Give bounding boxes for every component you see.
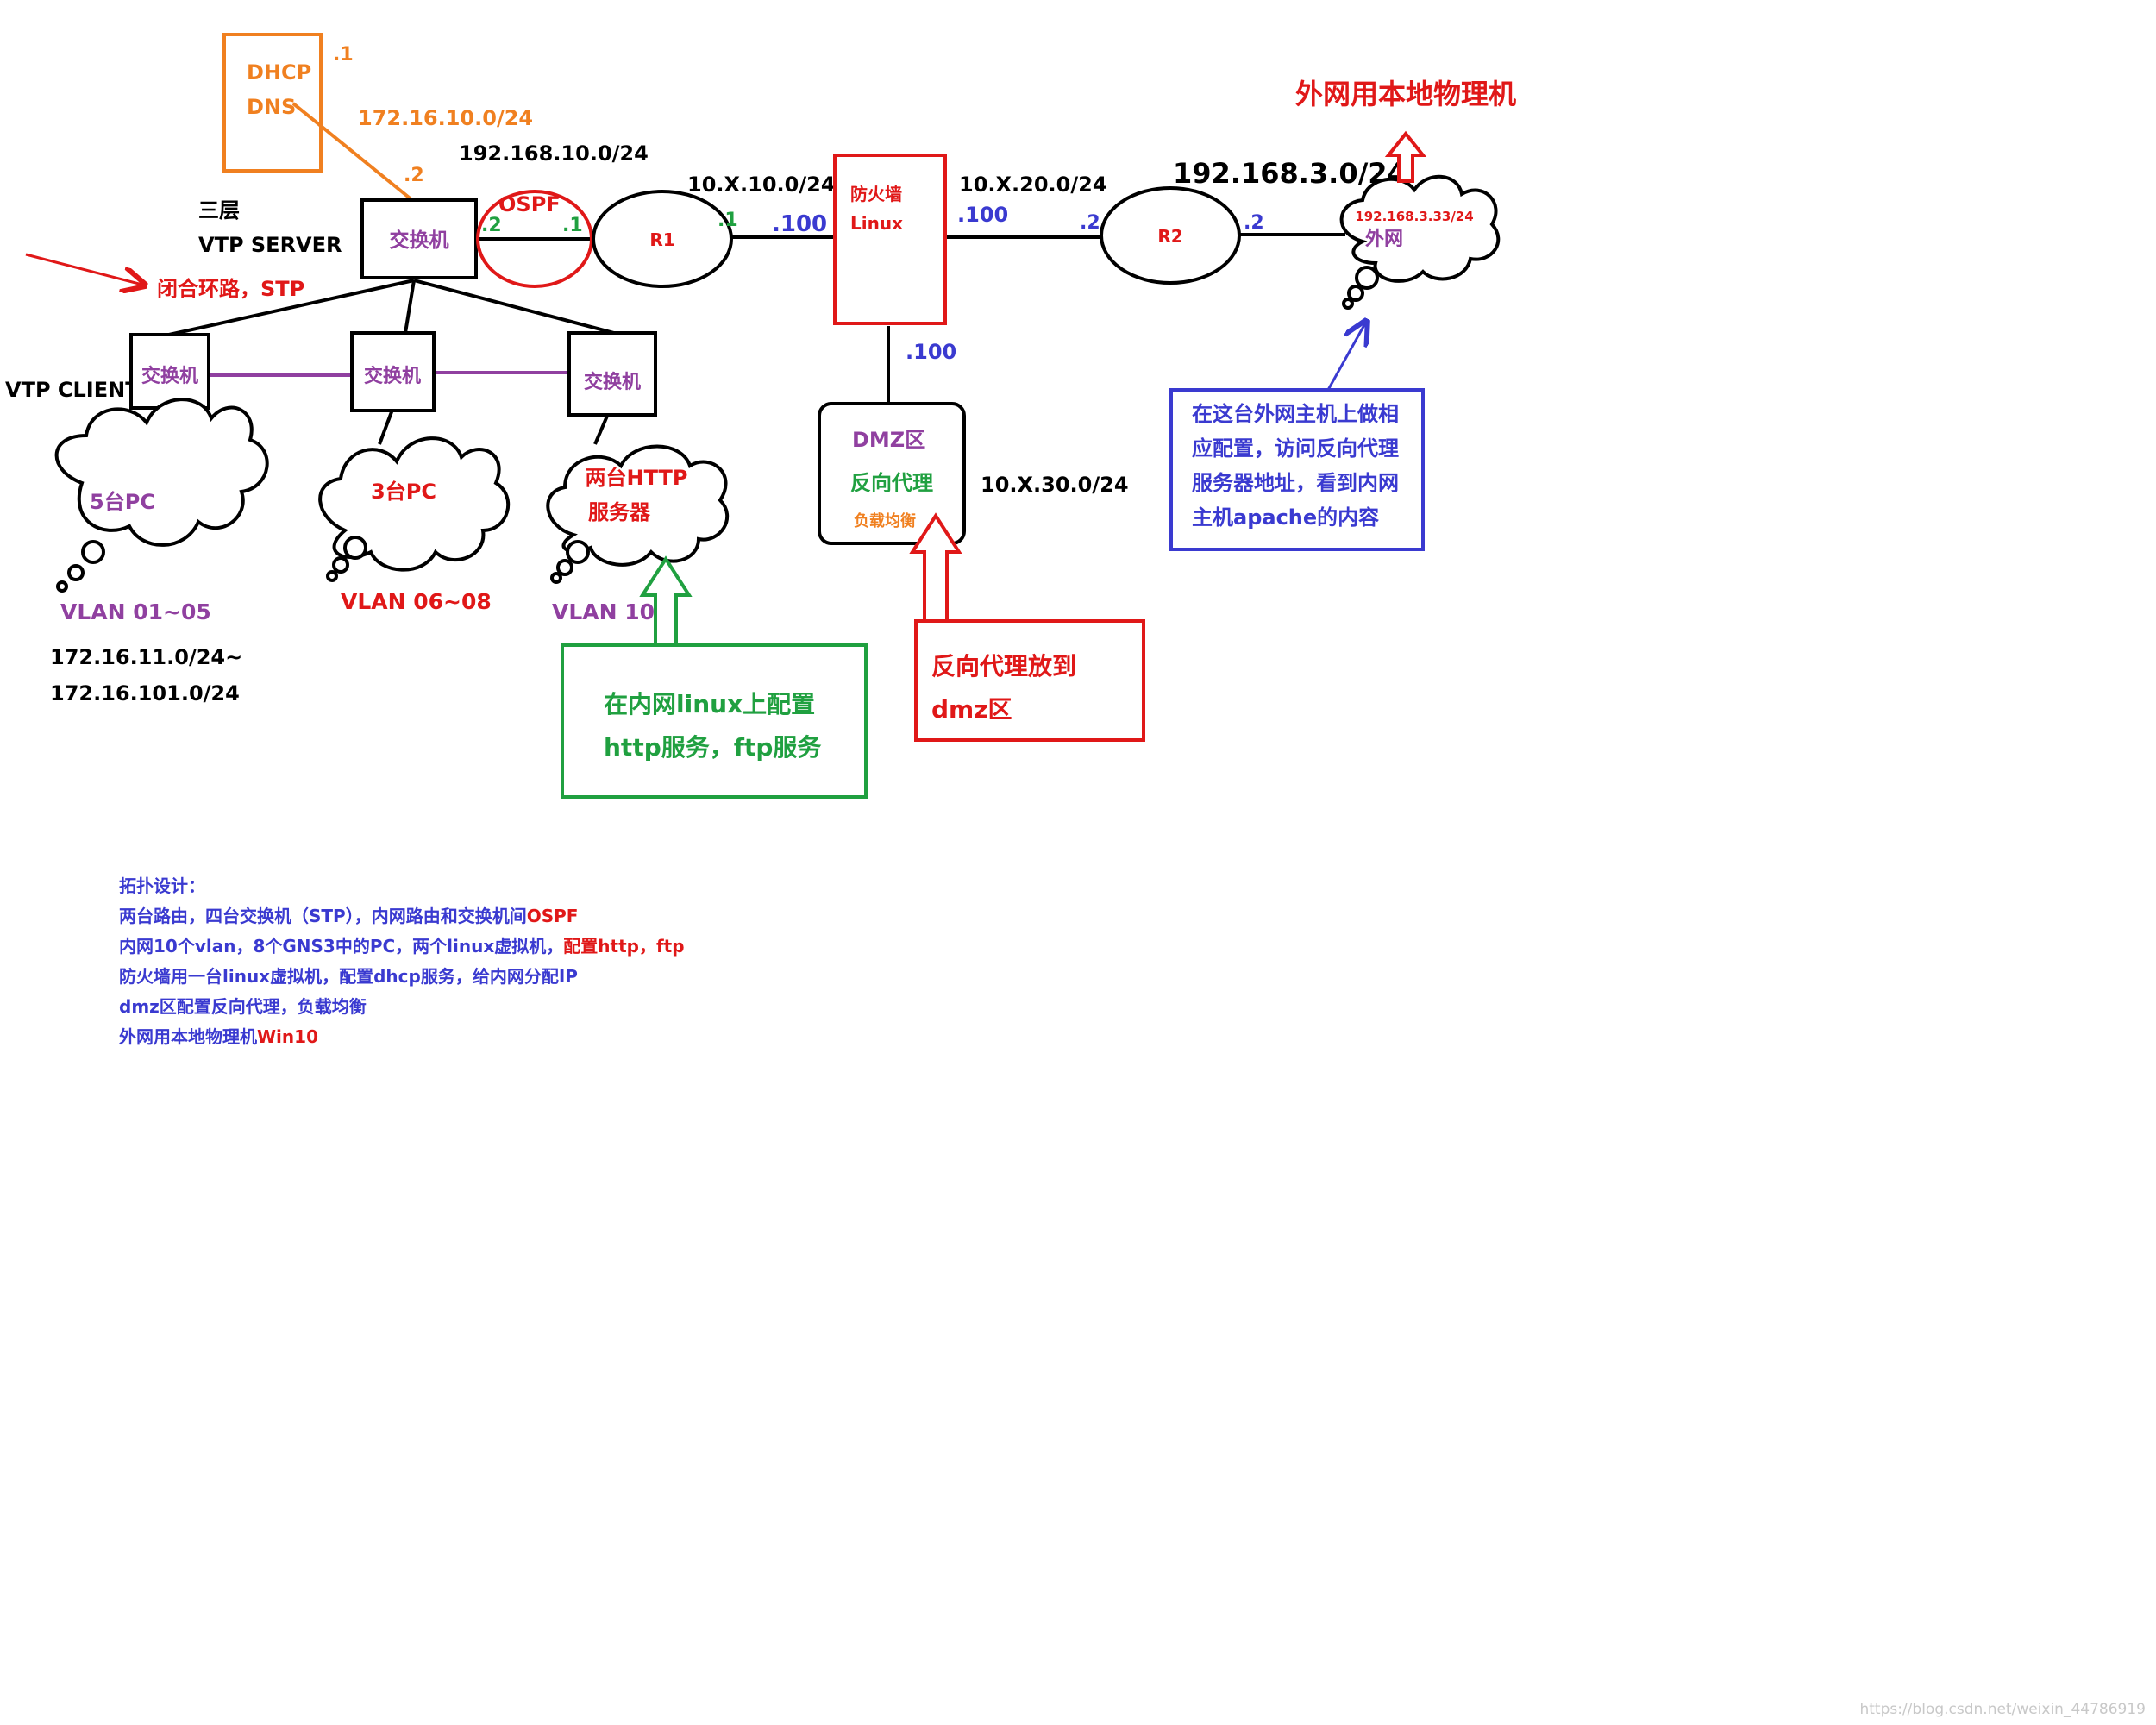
firewall-addr-right: .100 (957, 203, 1008, 227)
vlan-10-label: VLAN 10 (552, 599, 655, 624)
blue-note-box (1169, 388, 1425, 551)
core-dhcp-addr: .2 (404, 165, 424, 186)
router-r2-label: R2 (1157, 226, 1182, 247)
dhcp-addr: .1 (333, 44, 354, 66)
ospf-subnet: 192.168.10.0/24 (459, 141, 649, 166)
internet-cloud (1339, 174, 1501, 310)
link-core-sw3 (413, 279, 615, 335)
link-sw2-cloud2 (378, 409, 394, 445)
dmz-label: DMZ区 (852, 428, 925, 452)
notes-line-3: 防火墙用一台linux虚拟机，配置dhcp服务，给内网分配IP (119, 966, 578, 987)
dhcp-subnet: 172.16.10.0/24 (358, 106, 533, 130)
r2-addr-left: .2 (1080, 212, 1100, 234)
green-note-1: 在内网linux上配置 (604, 690, 815, 718)
firewall-addr-left: .100 (772, 211, 827, 237)
link-core-sw1 (168, 279, 415, 336)
internet-label: 外网 (1365, 228, 1403, 250)
stp-note: 闭合环路，STP (157, 277, 304, 301)
r1-addr: .1 (718, 210, 738, 231)
cloud-http-servers (546, 444, 730, 584)
stp-arrow (25, 253, 142, 285)
blue-arrow (1326, 323, 1365, 391)
access-switch-1-label: 交换机 (141, 365, 198, 387)
router-r1 (592, 190, 733, 288)
cloud-pc-3-label: 3台PC (371, 480, 436, 504)
core-addr-left: .2 (481, 215, 502, 236)
vtp-server-label: VTP SERVER (198, 233, 342, 257)
blue-note-3: 服务器地址，看到内网 (1192, 471, 1399, 495)
dmz-proxy-label: 反向代理 (850, 471, 933, 495)
link-core-sw2 (404, 279, 416, 334)
firewall-addr-bottom: .100 (906, 340, 956, 364)
core-switch-label: 交换机 (390, 229, 449, 252)
notes-line-1: 两台路由，四台交换机（STP），内网路由和交换机间OSPF (119, 906, 579, 926)
access-switch-2-label: 交换机 (364, 365, 421, 387)
link-sw3-cloud3 (593, 413, 610, 445)
green-note-box (561, 643, 868, 799)
dmz-lb-label: 负载均衡 (854, 511, 916, 530)
red-note-1: 反向代理放到 (931, 652, 1076, 681)
notes-title: 拓扑设计： (119, 875, 205, 896)
access-switch-1 (129, 333, 210, 410)
cloud-pc-5-label: 5台PC (90, 490, 155, 514)
vtp-client-label: VTP CLIENT (5, 378, 140, 402)
cloud-pc-5 (54, 398, 269, 593)
vlan-06-08-label: VLAN 06~08 (341, 589, 492, 614)
notes-line-2: 内网10个vlan，8个GNS3中的PC，两个linux虚拟机，配置http，f… (119, 936, 685, 957)
red-note-2: dmz区 (931, 695, 1012, 724)
green-note-2: http服务，ftp服务 (604, 733, 821, 762)
firewall-os-label: Linux (850, 213, 903, 234)
up-arrow-red-dmz (909, 512, 962, 623)
up-arrow-red-top (1384, 130, 1427, 183)
cloud-http-label-1: 两台HTTP (586, 466, 688, 490)
cloud-pc-3 (318, 436, 511, 582)
access-switch-3-label: 交换机 (584, 371, 641, 393)
up-arrow-green (639, 555, 693, 647)
r1-subnet: 10.X.10.0/24 (687, 172, 836, 197)
notes-line-5: 外网用本地物理机Win10 (119, 1026, 318, 1047)
access-switch-2 (350, 331, 436, 412)
r2-subnet-right: 192.168.3.0/24 (1173, 157, 1407, 190)
red-note-box (914, 619, 1145, 742)
notes-line-4: dmz区配置反向代理，负载均衡 (119, 996, 367, 1017)
vlan-range-1: 172.16.11.0/24~ (50, 645, 242, 669)
router-r2 (1100, 186, 1241, 285)
cloud-http-label-2: 服务器 (588, 500, 651, 524)
internet-addr: 192.168.3.33/24 (1355, 209, 1473, 224)
r2-addr-right: .2 (1244, 212, 1264, 234)
dhcp-dns-box (222, 33, 323, 172)
watermark: https://blog.csdn.net/weixin_44786919 (1859, 1701, 2146, 1718)
firewall-box (833, 154, 947, 325)
router-r1-label: R1 (649, 229, 674, 250)
links (132, 102, 1345, 455)
blue-note-2: 应配置，访问反向代理 (1192, 436, 1399, 461)
vlan-trunks (209, 371, 569, 377)
vlan-range-2: 172.16.101.0/24 (50, 681, 240, 706)
core-switch (360, 198, 478, 279)
design-notes: 拓扑设计： 两台路由，四台交换机（STP），内网路由和交换机间OSPF 内网10… (119, 871, 685, 1052)
access-switch-3 (567, 331, 657, 417)
core-layer-label: 三层 (198, 198, 240, 223)
dhcp-label: DHCP (247, 60, 311, 85)
core-addr-right: .1 (562, 215, 583, 236)
link-dhcp-core (291, 102, 414, 202)
firewall-label: 防火墙 (850, 184, 902, 204)
internet-top-note: 外网用本地物理机 (1295, 78, 1516, 110)
r2-subnet-left: 10.X.20.0/24 (959, 172, 1107, 197)
ospf-label: OSPF (498, 192, 561, 216)
blue-note-1: 在这台外网主机上做相 (1192, 402, 1399, 426)
vlan-01-05-label: VLAN 01~05 (60, 599, 211, 624)
dmz-box (818, 402, 966, 545)
blue-note-4: 主机apache的内容 (1192, 505, 1379, 530)
dmz-subnet: 10.X.30.0/24 (981, 473, 1129, 497)
dns-label: DNS (247, 95, 296, 119)
